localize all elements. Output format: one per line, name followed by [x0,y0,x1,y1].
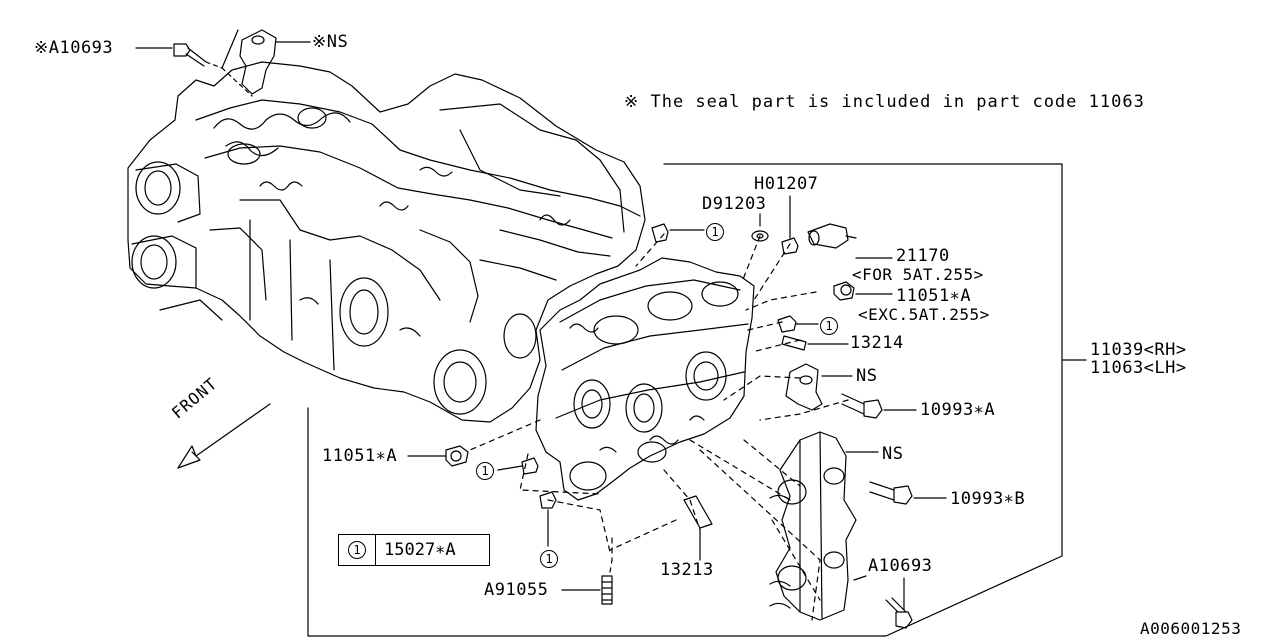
label-a10693-bottom: A10693 [868,556,933,576]
callout-circle-1-top: 1 [706,221,724,241]
assembly-leader-lines [469,233,849,621]
label-11051a-left: 11051∗A [322,446,398,466]
label-a10693-top: ※A10693 [34,38,114,58]
label-21170: 21170 [896,246,950,266]
label-11039-rh: 11039<RH> [1090,340,1187,360]
assembly-bracket [307,163,1063,637]
cam-cap-upper-illustration [785,363,823,411]
label-11063-lh: 11063<LH> [1090,358,1187,378]
label-10993b: 10993∗B [950,489,1026,509]
callout-circle-1-bottom: 1 [540,548,558,568]
cylinder-head-illustration [535,257,755,501]
top-bracket-illustration [221,29,277,97]
bolt-a10693-top-icon [173,43,223,69]
bolt-a10693-bottom-icon [885,597,913,629]
label-leader-lines [135,41,1087,611]
label-11051a-right: 11051∗A [896,286,972,306]
bolt-10993a-icon [841,393,883,419]
plug-h01207-icon [781,237,799,255]
label-ns-low: NS [882,444,904,464]
front-arrow-icon [177,403,271,469]
label-exc-5at: <EXC.5AT.255> [858,305,990,324]
plug-top-icon [651,223,669,243]
sensor-21170-icon [807,223,857,249]
label-ns-top: ※NS [312,32,349,52]
label-h01207: H01207 [754,174,819,194]
legend-circle-icon: 1 [348,541,366,559]
plug-13214-icon [777,315,797,333]
label-10993a: 10993∗A [920,400,996,420]
engine-block-illustration [127,61,646,423]
stud-a91055-icon [601,575,613,605]
plug-left-icon [521,457,539,475]
pin-13214-icon [781,335,807,351]
callout-circle-1-left: 1 [476,460,494,480]
legend-box: 1 15027∗A [338,534,490,566]
label-13214: 13214 [850,333,904,353]
pin-13213-icon [683,495,713,529]
label-a91055: A91055 [484,580,549,600]
callout-circle-1-right: 1 [820,315,838,335]
legend-symbol-cell: 1 [339,535,376,565]
bolt-10993b-icon [869,481,913,505]
label-for-5at: <FOR 5AT.255> [852,265,984,284]
legend-part-code: 15027∗A [384,540,456,560]
washer-d91203-icon [751,230,769,242]
label-d91203: D91203 [702,194,767,214]
cam-cap-lower-illustration [769,431,857,621]
plug-bottom-icon [539,491,557,509]
label-13213: 13213 [660,560,714,580]
seal-part-note: ※ The seal part is included in part code… [624,92,1145,112]
label-ns-mid: NS [856,366,878,386]
footer-diagram-code: A006001253 [1140,619,1242,638]
plug-11051-right-icon [833,281,855,301]
plug-11051-left-icon [445,445,469,467]
